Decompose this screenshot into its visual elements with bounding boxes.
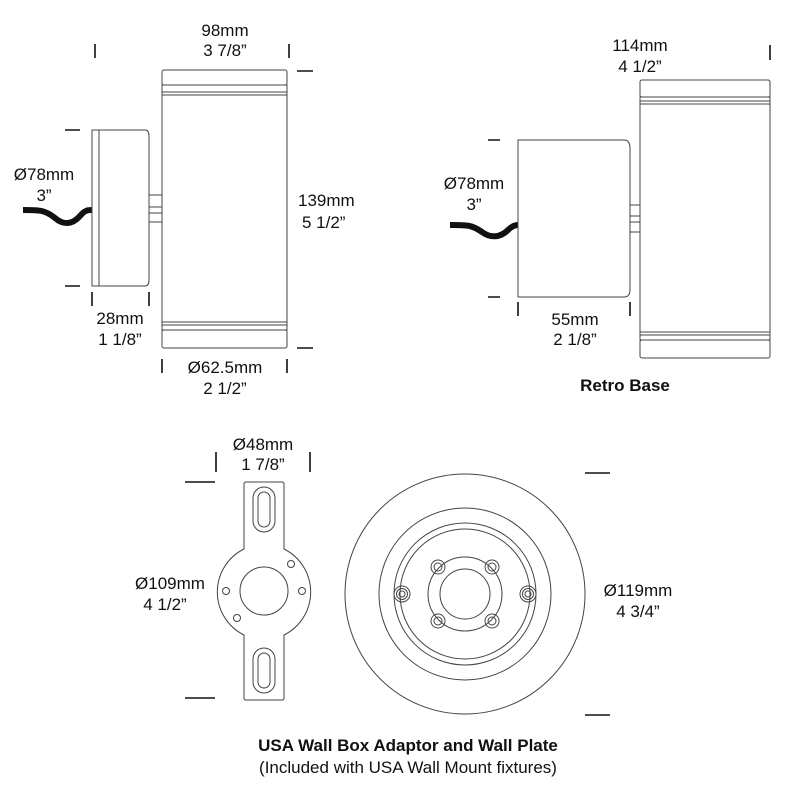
caption-title: USA Wall Box Adaptor and Wall Plate bbox=[258, 736, 558, 755]
wall-base bbox=[91, 129, 150, 287]
adaptor-length-mm: Ø109mm bbox=[135, 574, 205, 593]
wall-plate-drawing: Ø119mm 4 3/4” bbox=[344, 472, 673, 716]
fixture-height-in: 5 1/2” bbox=[302, 213, 346, 232]
wallplate-dia-in: 4 3/4” bbox=[616, 602, 660, 621]
power-cable bbox=[449, 222, 519, 240]
top-cap bbox=[161, 69, 288, 86]
retro-base-depth-in: 2 1/8” bbox=[553, 330, 597, 349]
wall-plate-outer bbox=[344, 473, 586, 715]
fixture-width-in: 3 7/8” bbox=[203, 41, 247, 60]
bottom-cap bbox=[161, 329, 288, 349]
retro-base-dia-mm: Ø78mm bbox=[444, 174, 504, 193]
adaptor-hole-in: 1 7/8” bbox=[241, 455, 285, 474]
adaptor-length-in: 4 1/2” bbox=[143, 595, 187, 614]
fixture-base-depth-mm: 28mm bbox=[96, 309, 143, 328]
retro-width-mm: 114mm bbox=[612, 36, 667, 55]
fixture-base-depth-in: 1 1/8” bbox=[98, 330, 142, 349]
connector bbox=[148, 194, 163, 223]
wallplate-dia-mm: Ø119mm bbox=[604, 581, 673, 600]
body bbox=[639, 96, 771, 341]
retro-base bbox=[517, 139, 631, 298]
retro-base-title: Retro Base bbox=[580, 376, 670, 395]
adaptor-plate bbox=[216, 481, 312, 701]
wall-box-adaptor-drawing: Ø48mm 1 7/8” Ø109mm 4 1/2” bbox=[135, 435, 312, 701]
retro-base-depth-mm: 55mm bbox=[551, 310, 598, 329]
screws bbox=[393, 585, 537, 603]
top-cap bbox=[639, 79, 771, 98]
fixture-body-dia-mm: Ø62.5mm bbox=[188, 358, 263, 377]
retro-base-drawing: 114mm 4 1/2” Ø78mm 3” 55mm 2 1/8” Retro … bbox=[444, 36, 771, 395]
slot bbox=[252, 647, 276, 694]
fixture-base-dia-mm: Ø78mm bbox=[14, 165, 74, 184]
retro-base-dia-in: 3” bbox=[466, 195, 481, 214]
power-cable bbox=[22, 207, 93, 226]
standard-fixture-drawing: 98mm 3 7/8” 139mm 5 1/2” Ø78mm 3” 28mm 1… bbox=[14, 21, 355, 398]
fixture-height-mm: 139mm bbox=[298, 191, 355, 210]
fixture-base-dia-in: 3” bbox=[36, 186, 51, 205]
caption-subtitle: (Included with USA Wall Mount fixtures) bbox=[259, 758, 557, 777]
connector bbox=[629, 204, 641, 233]
slot bbox=[252, 486, 276, 533]
adaptor-hole-mm: Ø48mm bbox=[233, 435, 293, 454]
body bbox=[161, 84, 288, 331]
bottom-cap bbox=[639, 339, 771, 359]
mounting-holes bbox=[430, 559, 500, 629]
center-hole bbox=[239, 566, 289, 616]
retro-width-in: 4 1/2” bbox=[618, 57, 662, 76]
fixture-width-mm: 98mm bbox=[201, 21, 248, 40]
fixture-body-dia-in: 2 1/2” bbox=[203, 379, 247, 398]
